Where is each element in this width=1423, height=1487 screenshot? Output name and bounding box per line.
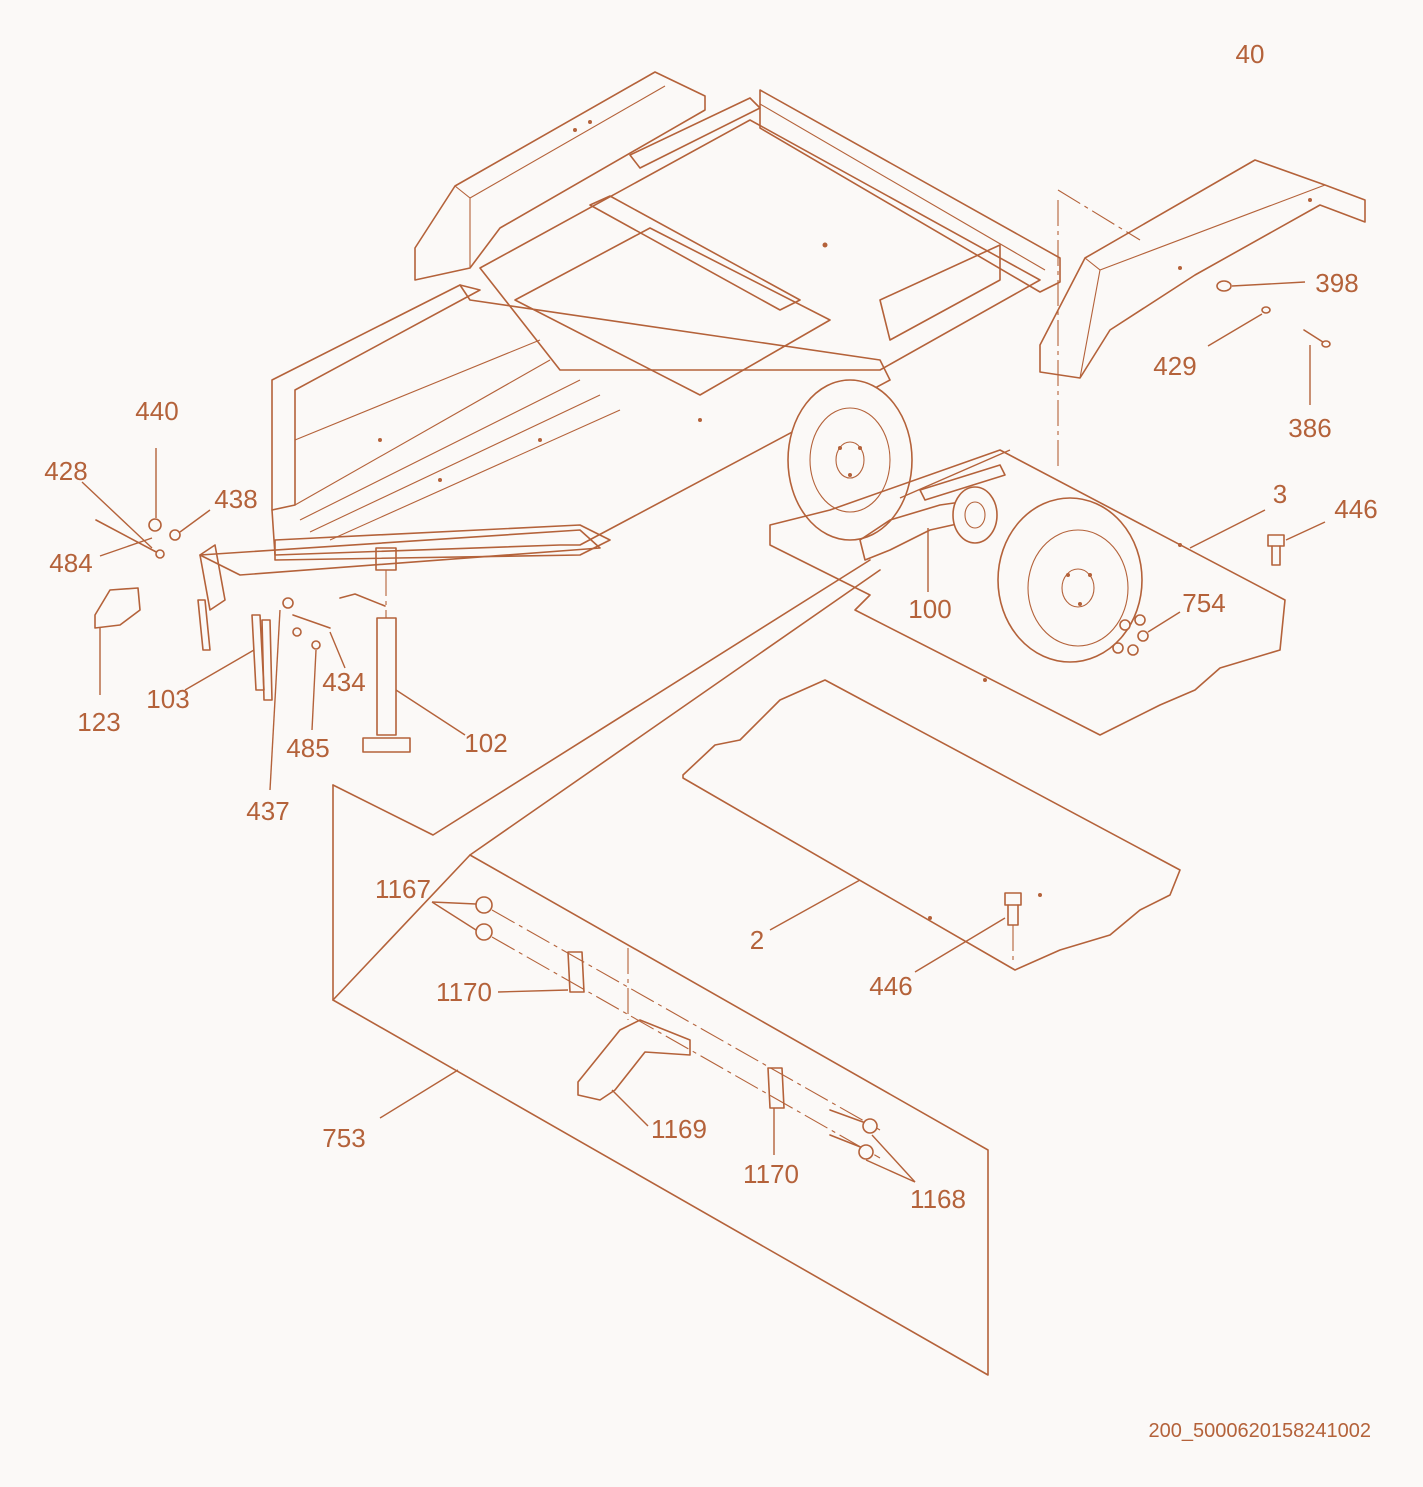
coupler-123 (94, 587, 141, 695)
callout-100: 100 (908, 594, 952, 624)
axle-assembly-100 (859, 464, 1006, 592)
wheel-right (997, 497, 1143, 663)
callout-446-upper: 446 (1334, 494, 1378, 524)
callout-3: 3 (1272, 479, 1288, 509)
callout-1168: 1168 (910, 1184, 966, 1214)
wheel-left (787, 379, 913, 541)
callout-438: 438 (214, 484, 258, 514)
bolt-446-upper (1267, 521, 1326, 566)
jack-102 (339, 547, 466, 753)
callout-398: 398 (1315, 268, 1359, 298)
callout-102: 102 (464, 728, 508, 758)
lug-nuts-754 (1112, 611, 1181, 656)
callout-429: 429 (1153, 351, 1197, 381)
safety-chains-103 (184, 599, 273, 701)
detail-panel-753 (332, 559, 989, 1376)
tongue-hardware (81, 448, 346, 791)
document-id: 200_5000620158241002 (1148, 1420, 1371, 1442)
callout-485: 485 (286, 733, 330, 763)
callout-1170-lower: 1170 (743, 1159, 799, 1189)
callout-40: 40 (1235, 39, 1265, 69)
callout-386: 386 (1288, 413, 1332, 443)
panel-leaders (899, 449, 1011, 499)
callout-440: 440 (135, 396, 179, 426)
callout-123: 123 (77, 707, 121, 737)
callout-446-lower: 446 (869, 971, 913, 1001)
callout-103: 103 (146, 684, 190, 714)
callout-2: 2 (749, 925, 765, 955)
callout-1170-upper: 1170 (436, 977, 492, 1007)
trailer-frame (199, 71, 1061, 611)
callout-753: 753 (322, 1123, 366, 1153)
fender-hardware (1057, 189, 1331, 468)
floor-panel-3 (769, 449, 1286, 736)
callout-434: 434 (322, 667, 366, 697)
callout-1169: 1169 (651, 1114, 707, 1144)
callout-1167: 1167 (375, 874, 431, 904)
callout-754: 754 (1182, 588, 1226, 618)
floor-panel-2 (682, 679, 1181, 971)
bolt-446-lower (914, 892, 1022, 973)
detail-hardware (431, 896, 916, 1183)
callout-484: 484 (49, 548, 93, 578)
callout-428: 428 (44, 456, 88, 486)
fender-40 (1039, 159, 1366, 379)
callout-437: 437 (246, 796, 290, 826)
